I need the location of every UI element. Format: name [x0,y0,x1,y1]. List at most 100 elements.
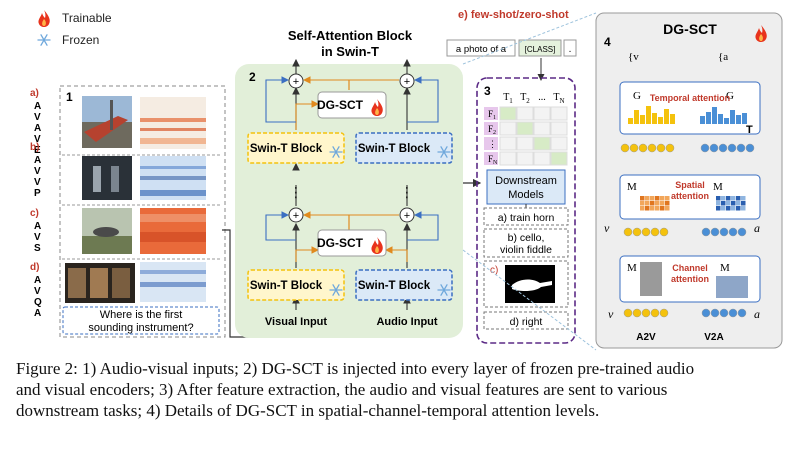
audio-token [700,143,710,153]
task-letter: A [34,155,41,166]
output-a: a) train horn [498,212,555,224]
matrix-cell [516,136,534,151]
legend-frozen: Frozen [62,33,99,47]
matrix-row-header: FN [488,154,498,166]
swin-block-visual-top [247,132,345,164]
audio-token [718,143,728,153]
matrix-col-header: T1 [503,92,513,105]
histogram-bar [670,114,675,124]
dg-sct-label-top: DG-SCT [317,98,364,112]
visual-token [641,308,651,318]
spatial-cell-visual [640,206,645,211]
dg-sct-box-top [317,91,387,119]
channel-label-2: attention [671,274,709,284]
spatial-cell-visual [645,196,650,201]
histogram-bar [640,115,645,124]
task-letter: P [34,188,41,199]
panel4-number: 4 [604,35,611,49]
mv-channel: M [627,262,637,274]
task-tag: d) [30,262,39,273]
dg-sct-label-bottom: DG-SCT [317,236,364,250]
audio-token [719,308,729,318]
question-line2: sounding instrument? [88,322,193,334]
histogram-bar [730,110,735,124]
top-left-notation: {v [628,51,639,63]
channel-map-audio [716,276,748,298]
temporal-attention-box [619,81,761,135]
visual-input-label: Visual Input [265,316,327,328]
output-d: d) right [510,316,543,328]
spectrogram-3 [140,208,206,254]
plus-node: + [288,207,304,223]
audio-token [719,227,729,237]
swin-label: Swin-T Block [250,280,323,292]
svg-text:+: + [293,210,299,222]
matrix-cell [499,106,517,121]
flame-icon [38,10,50,27]
spatial-cell-visual [645,201,650,206]
visual-token [650,227,660,237]
ma-label: M [713,181,723,193]
thumbnail-train [82,96,132,148]
matrix-row-cell [484,107,498,120]
ma-channel: M [720,262,730,274]
output-c: c) [490,265,498,276]
matrix-row-cell [484,152,498,165]
spatial-cell-visual [650,206,655,211]
audio-token [701,227,711,237]
spatial-cell-audio [736,206,741,211]
spatial-cell-audio [716,201,721,206]
swin-label: Swin-T Block [358,143,431,155]
v2a-label: V2A [704,332,723,343]
histogram-bar [724,118,729,124]
temporal-histograms [628,106,747,124]
caption-line-1: Figure 2: 1) Audio-visual inputs; 2) DG-… [16,359,695,378]
caption-line-2: and visual encoders; 3) After feature ex… [16,380,668,399]
svg-text:+: + [293,76,299,88]
audio-token [728,308,738,318]
matrix-cell [499,151,517,166]
audio-token [728,227,738,237]
prompt-period-box [563,39,577,57]
matrix-col-header: T2 [520,92,530,105]
audio-token [727,143,737,153]
audio-input-label: Audio Input [376,316,437,328]
histogram-bar [718,114,723,124]
spatial-cell-visual [650,201,655,206]
top-right-notation: {a [718,51,728,63]
spatial-label-1: Spatial [675,180,705,190]
visual-token [659,308,669,318]
spatial-cell-audio [726,196,731,201]
audio-token [736,143,746,153]
output-b-box [483,228,569,258]
thumbnail-instruments [65,263,135,303]
matrix-cell [499,136,517,151]
plus-node: + [399,73,415,89]
downstream-line2: Models [508,189,544,201]
audio-token [745,143,755,153]
task-letter: A [34,275,41,286]
task-letter: V [34,177,41,188]
spectrogram-4 [140,262,206,302]
matrix-row-cell [484,137,498,150]
spatial-cell-audio [721,206,726,211]
panel1-border [59,85,226,338]
histogram-bar [634,110,639,124]
matrix-row-header: ⋮ [488,139,497,149]
ga-label: G [726,90,734,102]
visual-token [623,227,633,237]
a-label: a [754,221,760,235]
question-box [62,306,220,335]
histogram-bar [646,106,651,124]
matrix-cell [533,121,551,136]
channel-label-1: Channel [672,263,708,273]
visual-token [632,227,642,237]
downstream-box [486,169,566,205]
task-letter: E [34,145,41,156]
prompt-text-box [446,39,516,57]
task-letter: A [34,123,41,134]
task-tag: c) [30,208,39,219]
spatial-cell-audio [741,201,746,206]
audio-token [710,227,720,237]
